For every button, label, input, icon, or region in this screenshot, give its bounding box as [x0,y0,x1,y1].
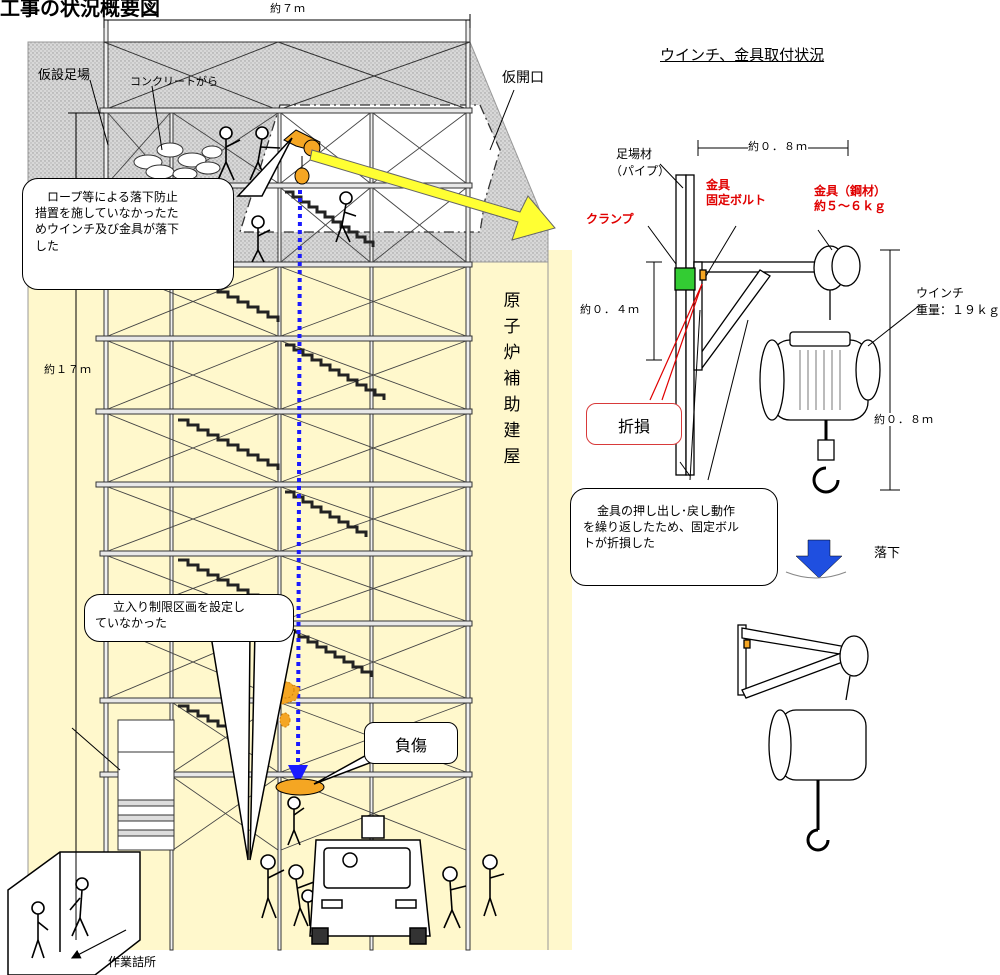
callout-zone: 立入り制限区画を設定し ていなかった [84,594,294,642]
callout-rope-line: した [35,238,60,253]
width-dimension: 約７ｍ [270,2,306,15]
callout-bolt-line: 金具の押し出し･戻し動作 [597,504,736,518]
building-label-char: 原 [503,291,521,311]
callout-rope-line: ロープ等による落下防止 [47,190,178,204]
concrete-rubble [133,142,223,181]
fallen-winch [737,624,869,852]
building-label-char: 助 [503,395,521,415]
callout-bolt-line: トが折損した [583,536,656,551]
dim-right: 約０．８ｍ [874,413,934,427]
building-label-char: 補 [503,369,521,389]
vehicle [309,815,431,945]
building-label-char: 子 [503,317,521,337]
dim-left: 約０．４ｍ [580,303,640,316]
bolt-label: 金具 固定ボルト [706,178,766,208]
building-label-char: 屋 [503,447,521,467]
bracket-label-line: 金具（鋼材） [814,184,887,198]
bracket-label: 金具（鋼材） 約５～６ｋｇ [814,184,886,214]
clamp-label: クランプ [586,212,634,226]
callout-rope-line: めウインチ及び金具が落下 [35,222,180,237]
fall-path [296,189,302,771]
office-label: 作業詰所 [108,955,157,969]
pipe-label-line: 足場材 [616,147,653,161]
workers [31,126,505,959]
broken-label: 折損 [586,403,682,445]
callout-rope: ロープ等による落下防止 措置を施していなかったた めウインチ及び金具が落下 した [22,178,234,290]
scaffold-label: 仮設足場 [38,68,91,83]
callout-zone-line: ていなかった [95,616,168,631]
winch-ground [275,778,325,796]
callout-rope-line: 措置を施していなかったた [35,206,179,221]
bracket-label-line: 約５～６ｋｇ [814,199,887,213]
pipe-label-line: （パイプ） [610,163,671,178]
pipe-label: 足場材 （パイプ） [610,146,670,180]
fall-label: 落下 [874,546,901,561]
winch-label-line: ウインチ [916,286,965,300]
detail-bracket [674,174,881,494]
winch-label-line: 重量：１９ｋｇ [916,302,1000,317]
work-office [7,851,141,975]
building-label-char: 炉 [503,343,521,363]
bolt-label-line: 金具 [706,178,731,192]
bolt-label-line: 固定ボルト [706,193,767,207]
dim-top: 約０．８ｍ [748,140,808,154]
callout-zone-line: 立入り制限区画を設定し [113,600,246,614]
opening-label: 仮開口 [502,70,544,86]
entrance [117,719,175,851]
callout-bolt-line: を繰り返したため、固定ボル [583,520,740,535]
injury-label: 負傷 [364,722,458,764]
building-label-char: 建 [503,421,521,441]
height-dimension: 約１７ｍ [44,363,92,376]
callout-bolt: 金具の押し出し･戻し動作 を繰り返したため、固定ボル トが折損した [570,488,778,586]
winch-label: ウインチ 重量：１９ｋｇ [916,285,1000,319]
fall-arrow [795,539,843,579]
rubble-label: コンクリートがら [130,75,218,88]
page-title: 工事の状況概要図 [0,0,160,20]
yellow-arrow [309,149,556,241]
detail-heading: ウインチ、金具取付状況 [660,46,825,64]
